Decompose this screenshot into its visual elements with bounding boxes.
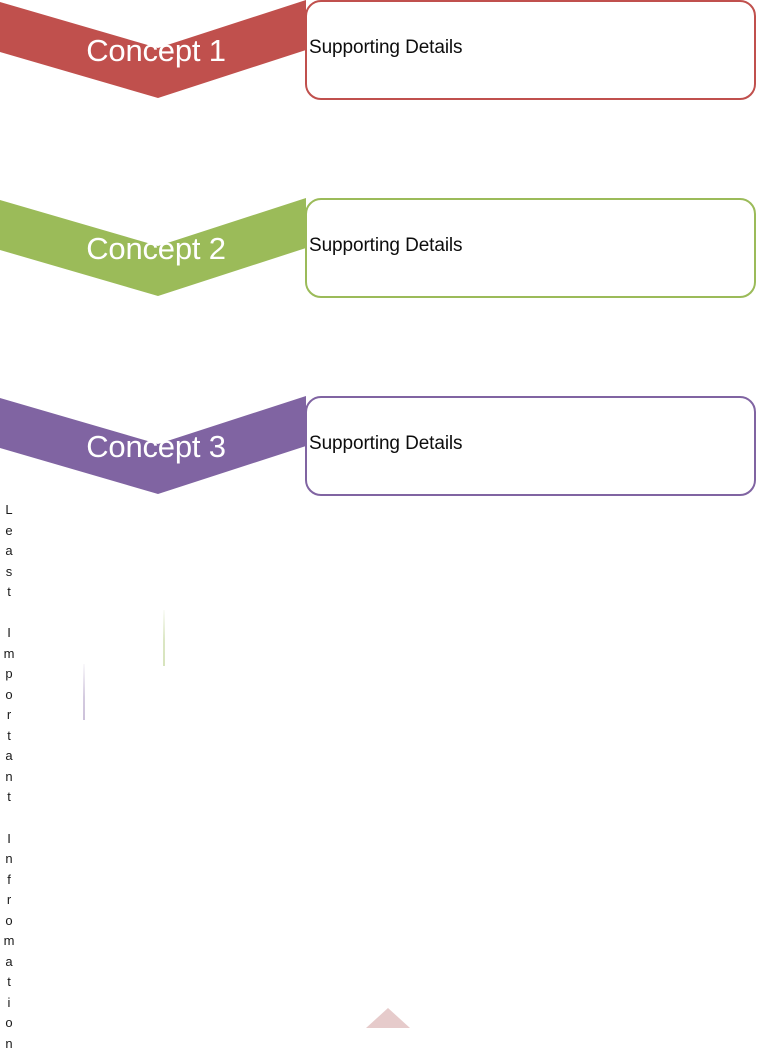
chevron-shape-1[interactable]: Concept 1 (0, 0, 310, 100)
concept-row-3: Concept 3 Supporting Details (0, 396, 768, 496)
chevron-shape-2[interactable]: Concept 2 (0, 198, 310, 298)
supporting-details-box-1[interactable]: Supporting Details (305, 0, 756, 100)
supporting-details-box-2[interactable]: Supporting Details (305, 198, 756, 298)
triangle-up-icon (366, 1008, 410, 1028)
supporting-details-text-1: Supporting Details (309, 37, 463, 58)
supporting-details-box-3[interactable]: Supporting Details (305, 396, 756, 496)
artifact-sliver-green (163, 610, 165, 666)
chevron-shape-3[interactable]: Concept 3 (0, 396, 310, 496)
artifact-sliver-purple (83, 664, 85, 720)
concept-row-1: Concept 1 Supporting Details (0, 0, 768, 100)
chevron-icon (0, 396, 306, 494)
bottom-arrow-up-icon (366, 1006, 410, 1028)
chevron-icon (0, 198, 306, 296)
supporting-details-text-2: Supporting Details (309, 235, 463, 256)
supporting-details-text-3: Supporting Details (309, 433, 463, 454)
least-important-information-label: L e a s t I m p o r t a n t I n f r o m … (3, 502, 15, 1051)
concept-row-2: Concept 2 Supporting Details (0, 198, 768, 298)
chevron-icon (0, 0, 306, 98)
